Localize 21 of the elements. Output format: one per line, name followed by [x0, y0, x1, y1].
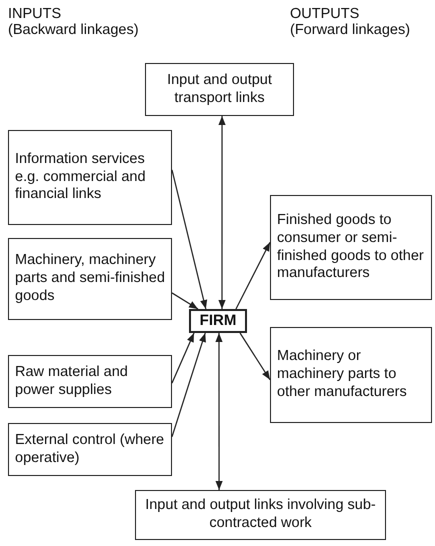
- linkage-box: Finished goods to consumer or semi-finished goods to other manufacturers: [270, 195, 432, 300]
- arrow: [215, 333, 223, 490]
- linkage-box: Input and output transport links: [145, 63, 294, 116]
- arrow: [218, 116, 226, 309]
- column-heading: OUTPUTS: [290, 6, 360, 24]
- firm-box: FIRM: [189, 309, 247, 333]
- column-heading: (Backward linkages): [8, 22, 139, 40]
- arrow: [171, 332, 195, 384]
- linkage-box: Input and output links involving sub-contracted work: [135, 490, 386, 540]
- linkage-box: External control (where operative): [8, 423, 172, 476]
- linkage-box: Information services e.g. commercial and financial links: [8, 130, 172, 225]
- arrow: [171, 170, 208, 310]
- arrow: [240, 332, 270, 380]
- arrow: [172, 292, 198, 310]
- arrow: [235, 242, 271, 310]
- linkage-box: Machinery, machinery parts and semi-finished goods: [8, 238, 172, 320]
- arrow: [171, 332, 206, 437]
- linkage-box: Machinery or machinery parts to other manufacturers: [270, 327, 432, 423]
- column-heading: INPUTS: [8, 6, 62, 24]
- column-heading: (Forward linkages): [290, 22, 410, 40]
- linkage-box: Raw material and power supplies: [8, 355, 172, 408]
